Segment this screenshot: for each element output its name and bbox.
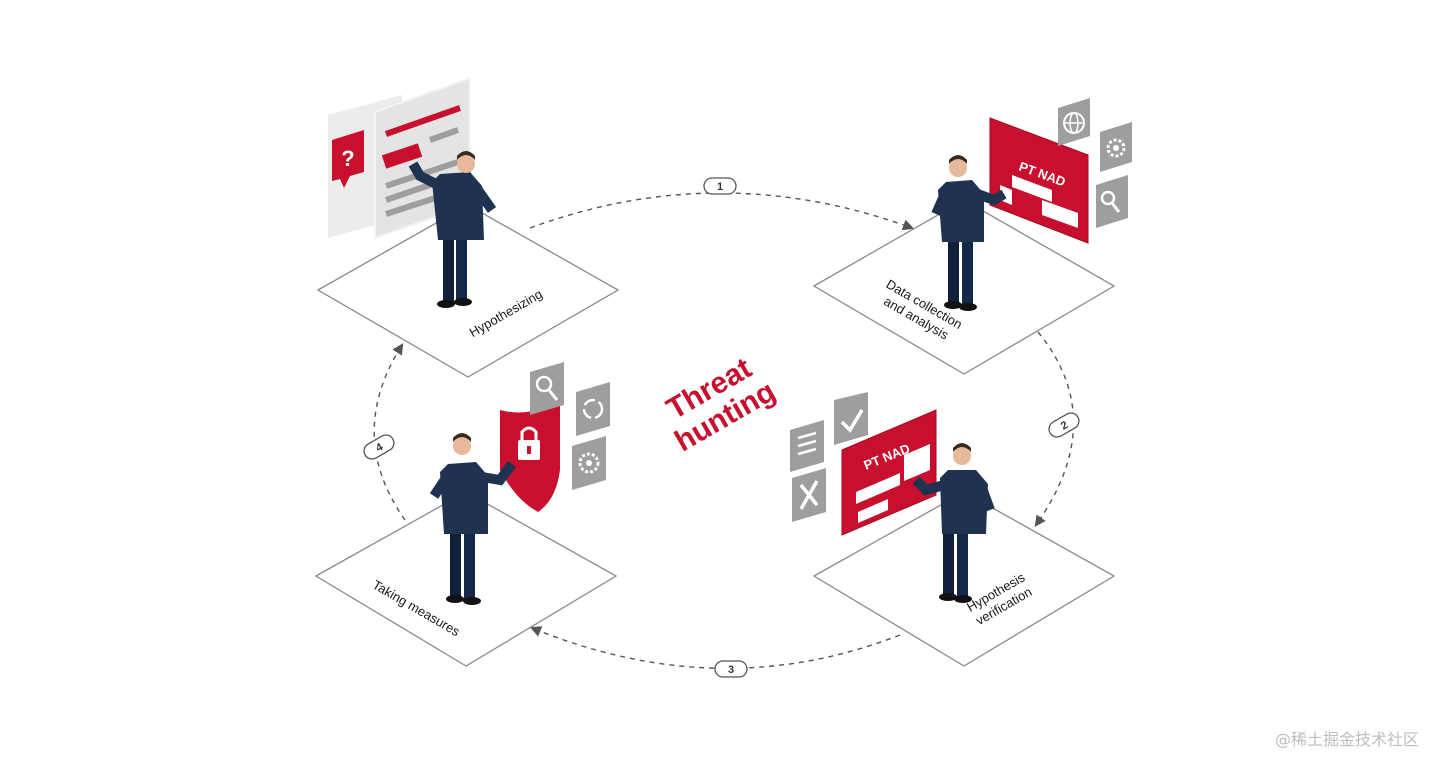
arrow-3-to-4 bbox=[529, 626, 901, 669]
step-badge-4: 4 bbox=[363, 434, 395, 460]
person-taking-measures bbox=[429, 433, 516, 605]
search-icon bbox=[1096, 175, 1128, 228]
gear-icon bbox=[572, 436, 606, 490]
center-title: Threat hunting bbox=[661, 352, 781, 459]
icon-tiles-bottom bbox=[790, 392, 868, 522]
arrow-4-to-1 bbox=[373, 343, 406, 521]
step-badge-3: 3 bbox=[714, 660, 748, 678]
gear-icon bbox=[1100, 122, 1132, 172]
list-icon bbox=[790, 420, 824, 472]
step-number-3: 3 bbox=[728, 664, 734, 676]
step-badge-1: 1 bbox=[703, 177, 737, 195]
person-verification bbox=[912, 443, 995, 603]
arrow-1-to-2 bbox=[529, 192, 915, 231]
person-data-collection bbox=[931, 155, 1007, 311]
pt-nad-screen-bottom: PT NAD bbox=[841, 409, 937, 536]
question-bubble: ? bbox=[332, 130, 364, 188]
question-mark-icon: ? bbox=[341, 146, 354, 171]
pt-nad-screen-top: PT NAD bbox=[989, 117, 1089, 244]
icon-tiles-top bbox=[1058, 98, 1132, 228]
platform-hypothesizing bbox=[316, 204, 620, 378]
step-number-2: 2 bbox=[1059, 419, 1070, 432]
close-icon bbox=[792, 468, 826, 522]
globe-icon bbox=[1058, 98, 1090, 146]
checkmark-icon bbox=[834, 392, 868, 445]
refresh-icon bbox=[576, 382, 610, 436]
step-badge-2: 2 bbox=[1048, 412, 1080, 438]
icon-tiles-measures bbox=[530, 362, 610, 490]
shield-lock-icon bbox=[500, 400, 560, 512]
search-icon bbox=[530, 362, 564, 415]
watermark: @稀土掘金技术社区 bbox=[1274, 730, 1419, 749]
step-number-1: 1 bbox=[717, 181, 723, 193]
person-hypothesizing bbox=[408, 151, 497, 308]
